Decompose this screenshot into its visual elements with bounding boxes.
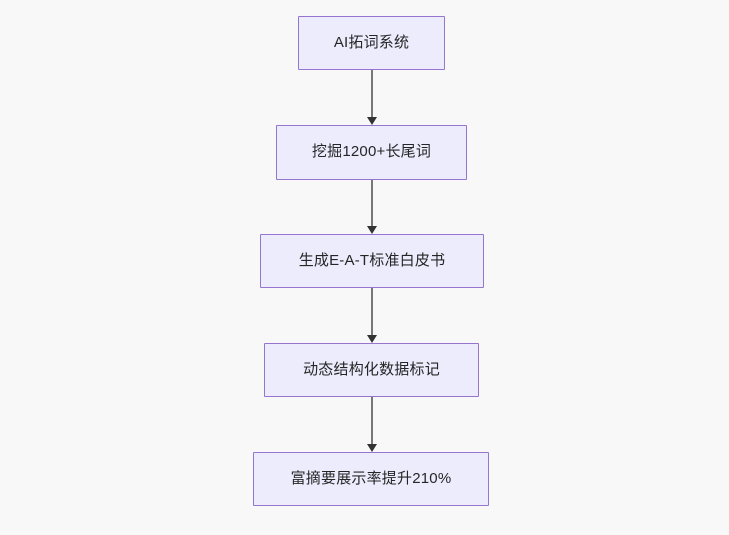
- edge-line: [371, 70, 373, 117]
- flow-node-generate-eat-whitepaper[interactable]: 生成E-A-T标准白皮书: [260, 234, 484, 288]
- flow-node-dynamic-structured-data-markup[interactable]: 动态结构化数据标记: [264, 343, 479, 397]
- flow-node-mine-longtail-keywords[interactable]: 挖掘1200+长尾词: [276, 125, 467, 180]
- flow-node-label: 生成E-A-T标准白皮书: [298, 251, 446, 269]
- arrow-down-icon: [367, 117, 377, 125]
- edge-line: [371, 397, 373, 444]
- arrow-down-icon: [367, 444, 377, 452]
- arrow-down-icon: [367, 226, 377, 234]
- flow-node-rich-snippet-impression-lift[interactable]: 富摘要展示率提升210%: [253, 452, 489, 506]
- flow-node-ai-keyword-system[interactable]: AI拓词系统: [298, 16, 445, 70]
- edge-line: [371, 288, 373, 335]
- edge-line: [371, 180, 373, 226]
- flow-node-label: 富摘要展示率提升210%: [290, 469, 452, 487]
- arrow-down-icon: [367, 335, 377, 343]
- flow-node-label: 挖掘1200+长尾词: [311, 143, 432, 161]
- flow-node-label: AI拓词系统: [333, 33, 410, 51]
- flow-node-label: 动态结构化数据标记: [303, 360, 440, 378]
